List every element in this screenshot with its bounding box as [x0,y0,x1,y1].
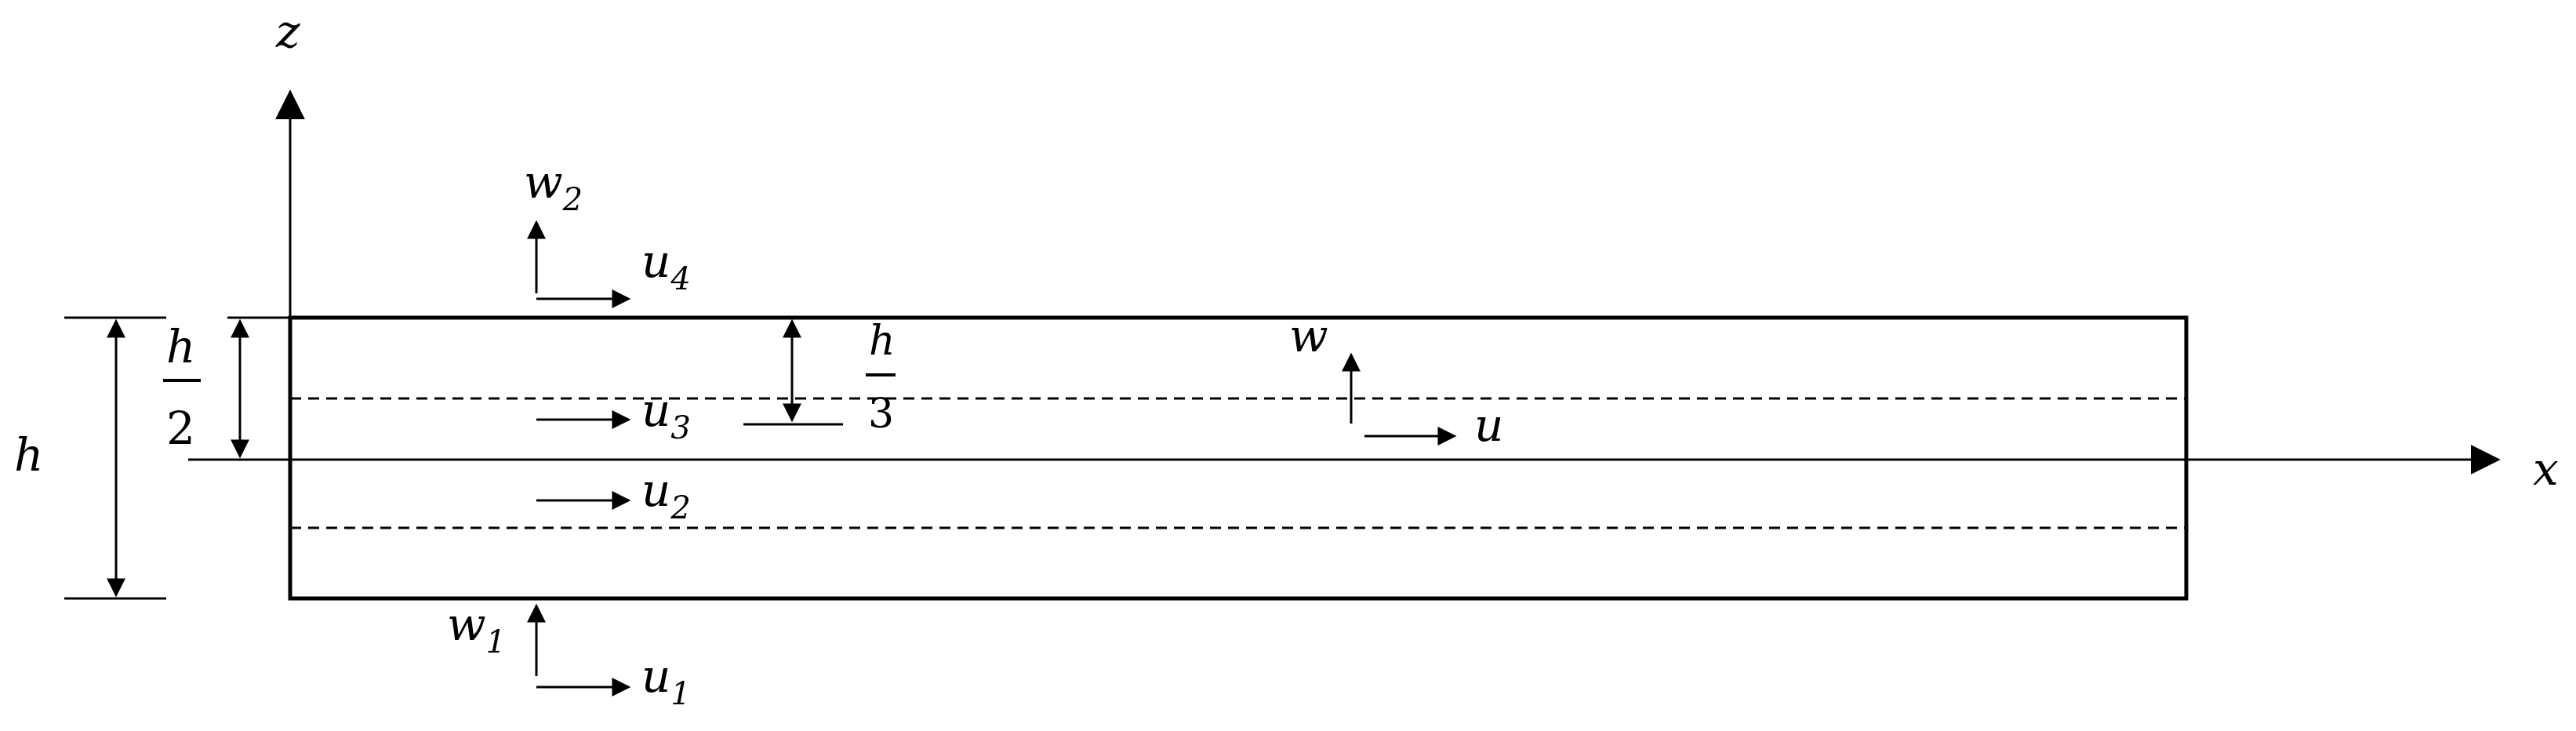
z-axis-label: z [275,5,300,58]
u3-label: u3 [641,384,691,446]
x-axis-label: x [2533,442,2559,496]
w1-label: w1 [447,598,506,660]
u1-label: u1 [641,649,691,712]
w-label: w [1289,309,1328,362]
u2-label: u2 [641,464,691,526]
third-height-denominator: 3 [868,391,894,438]
u-label: u [1474,398,1503,452]
third-height-numerator: h [869,318,896,365]
half-height-denominator: 2 [166,402,195,455]
total-height-label: h [14,428,43,482]
w2-label: w2 [524,155,583,218]
half-height-numerator: h [166,320,195,373]
beam-outline [288,315,2189,601]
u4-label: u4 [641,235,691,297]
